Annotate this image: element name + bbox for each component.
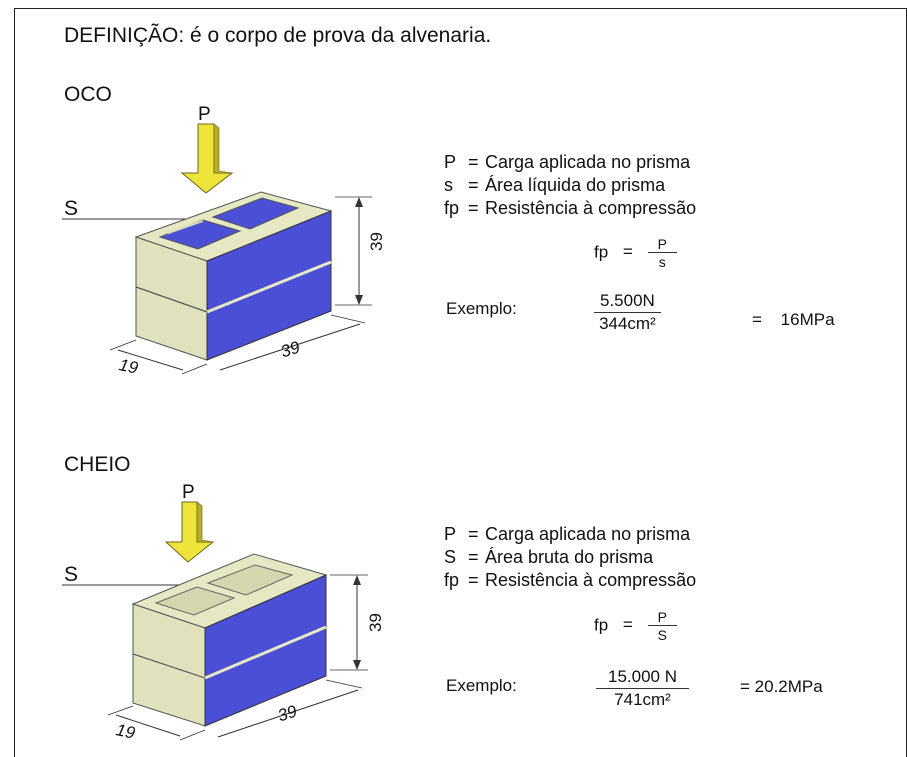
height-dimension: 39 <box>366 613 385 632</box>
example-result-cheio: = 20.2MPa <box>740 677 823 696</box>
area-label-s: S <box>64 197 79 220</box>
example-result-oco: = 16MPa <box>752 310 835 329</box>
legend-row: fp= Resistência à compressão <box>444 570 697 590</box>
example-label-oco: Exemplo: <box>446 299 517 318</box>
example-cheio: 15.000 N 741cm² <box>596 667 689 710</box>
legend-row: s= Área líquida do prisma <box>444 175 666 195</box>
legend-row: P= Carga aplicada no prisma <box>444 152 691 172</box>
load-label-p: P <box>198 104 211 125</box>
area-label-s: S <box>64 563 79 586</box>
legend-row: S= Área bruta do prisma <box>444 547 654 567</box>
frame-left-border <box>14 8 15 757</box>
example-fraction: 5.500N 344cm² <box>594 291 661 334</box>
legend-cheio: P= Carga aplicada no prisma S= Área brut… <box>444 523 696 592</box>
section-heading-cheio: CHEIO <box>64 453 131 476</box>
example-fraction: 15.000 N 741cm² <box>596 667 689 710</box>
load-label-p: P <box>182 482 195 503</box>
example-label-cheio: Exemplo: <box>446 676 517 695</box>
width-dimension: 19 <box>114 720 137 743</box>
frame-top-border <box>14 8 907 9</box>
formula-oco: fp = P s <box>594 236 677 270</box>
example-oco: 5.500N 344cm² <box>594 291 661 334</box>
legend-row: P= Carga aplicada no prisma <box>444 524 691 544</box>
legend-oco: P= Carga aplicada no prisma s= Área líqu… <box>444 151 696 220</box>
formula-fraction: P s <box>647 236 677 270</box>
section-heading-oco: OCO <box>64 83 112 106</box>
page-title: DEFINIÇÃO: é o corpo de prova da alvenar… <box>64 24 492 47</box>
formula-fraction: P S <box>647 609 677 643</box>
legend-row: fp= Resistência à compressão <box>444 198 697 218</box>
formula-cheio: fp = P S <box>594 609 677 643</box>
